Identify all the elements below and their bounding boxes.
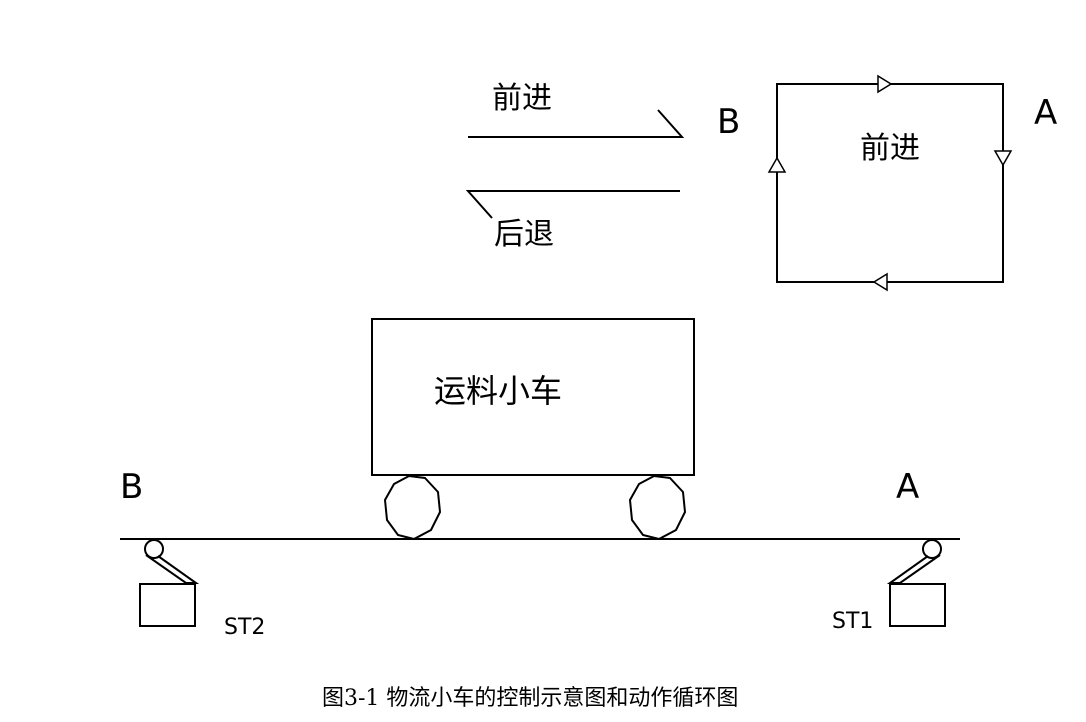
cycle-arrow-right <box>993 150 1013 167</box>
forward-arrow <box>468 109 685 138</box>
limit-switch-st2 <box>139 539 200 627</box>
cycle-label-a: A <box>1034 93 1057 133</box>
direction-legend <box>465 109 685 219</box>
backward-legend-label: 后退 <box>494 217 554 252</box>
st1-label: ST1 <box>832 609 873 634</box>
figure-caption: 图3-1 物流小车的控制示意图和动作循环图 <box>322 686 738 711</box>
st2-roller <box>144 539 164 559</box>
cycle-arrow-bottom <box>872 272 888 292</box>
cart-label: 运料小车 <box>434 372 562 410</box>
forward-legend-label: 前进 <box>492 81 552 116</box>
backward-arrow <box>465 190 680 219</box>
cycle-label-b: B <box>717 102 740 142</box>
st2-lever <box>145 554 200 584</box>
cycle-center-label: 前进 <box>860 131 920 166</box>
cart <box>371 318 695 541</box>
track-end-b-label: B <box>120 467 143 507</box>
cycle-arrow-left <box>767 156 787 173</box>
st2-housing <box>139 583 196 627</box>
st2-label: ST2 <box>224 615 265 640</box>
st1-housing <box>889 583 946 627</box>
st1-roller <box>922 539 942 559</box>
track-end-a-label: A <box>896 467 919 507</box>
cart-wheel-right <box>628 474 687 541</box>
cart-body <box>371 318 695 476</box>
cycle-diagram <box>767 74 1013 292</box>
st1-lever <box>886 554 941 584</box>
limit-switch-st1 <box>886 539 946 627</box>
cycle-arrow-top <box>877 74 893 94</box>
cycle-loop <box>776 83 1004 283</box>
cart-wheel-left <box>383 474 442 541</box>
